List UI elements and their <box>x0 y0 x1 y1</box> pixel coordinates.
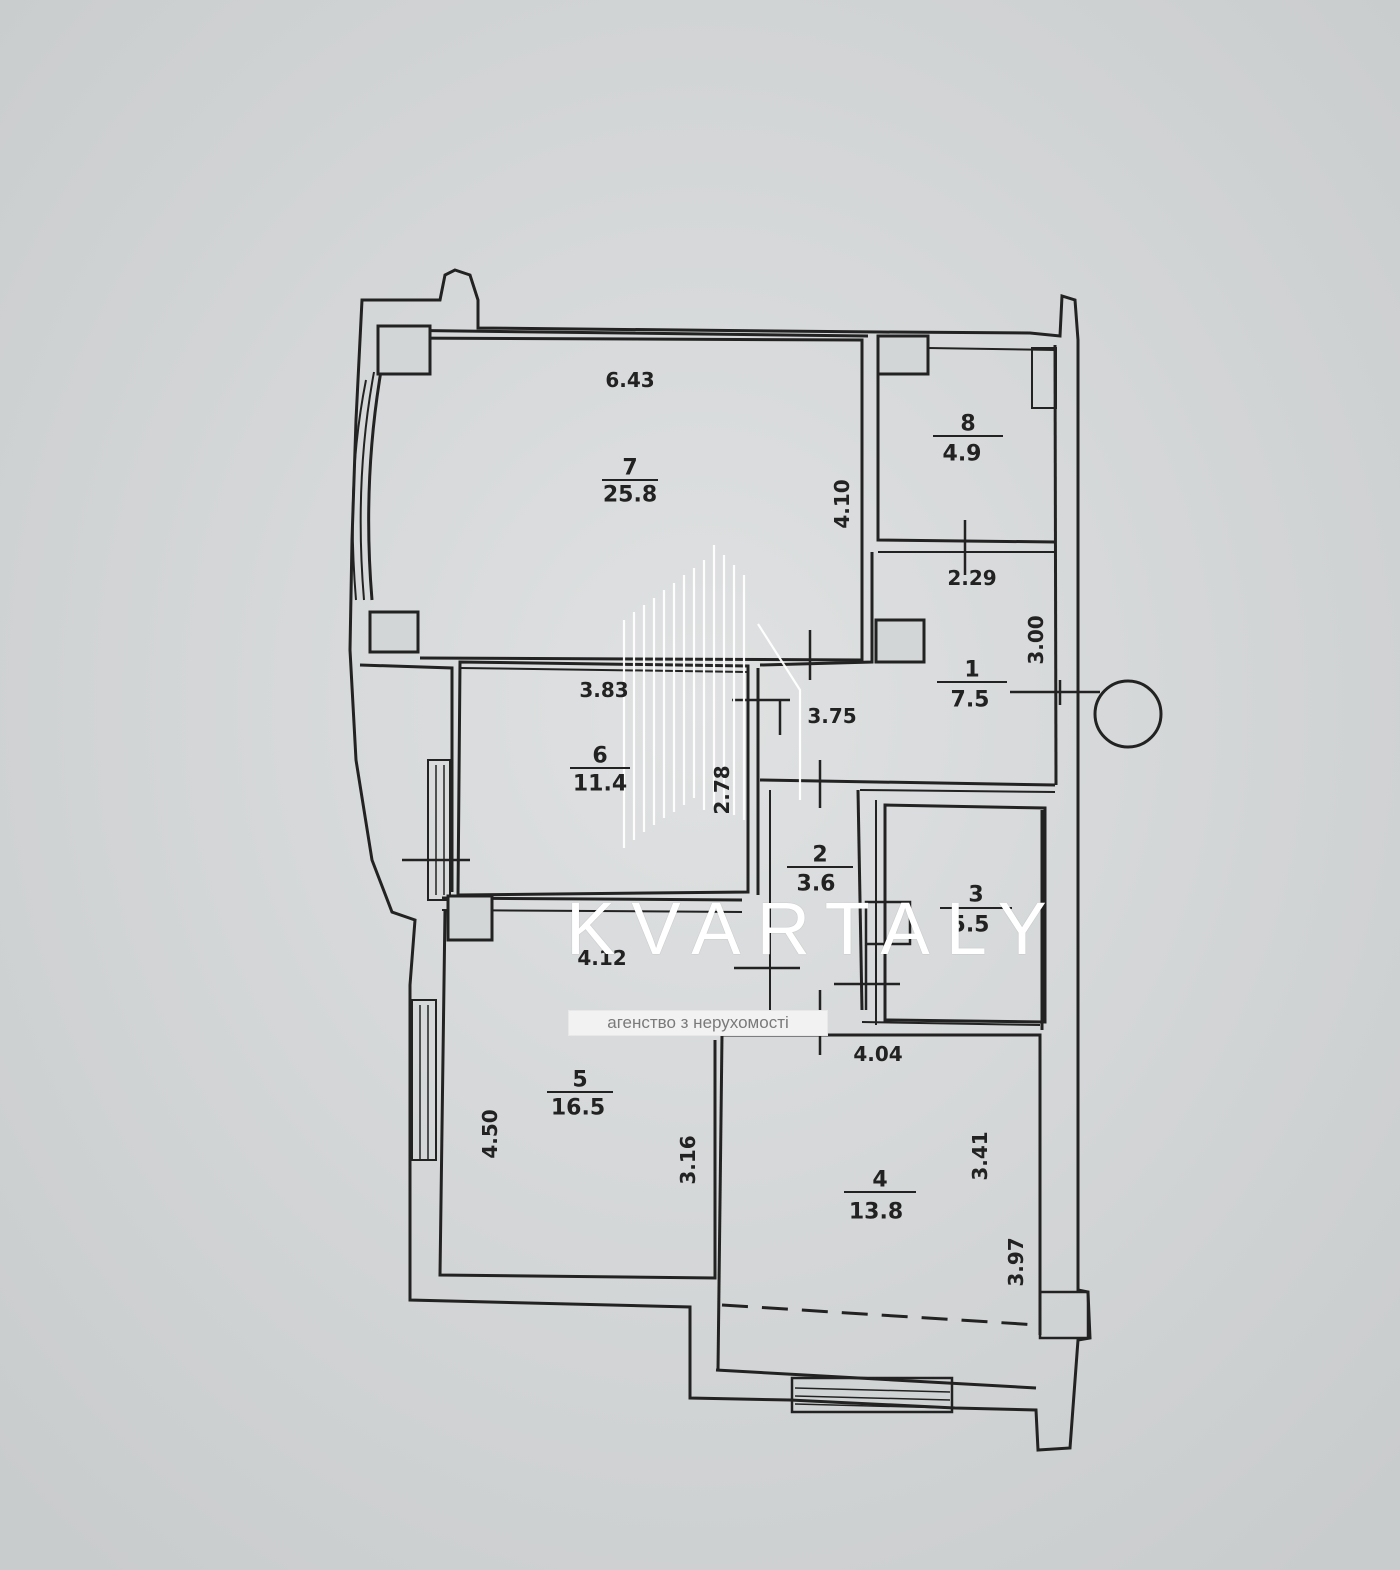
dim-412: 4.12 <box>577 946 627 970</box>
room-1-area: 7.5 <box>950 687 990 713</box>
window-4 <box>790 1376 954 1414</box>
watermark-tagline: агенство з нерухомості <box>568 1010 828 1036</box>
dim-375: 3.75 <box>807 704 857 728</box>
dim-404: 4.04 <box>853 1042 903 1066</box>
room-5-area: 16.5 <box>550 1095 606 1121</box>
room-3-number: 3 <box>968 882 984 908</box>
room-2-divider <box>787 866 853 868</box>
room-4-walls <box>722 1033 1042 1335</box>
room-6-walls <box>456 660 750 897</box>
balcony-dashed-line <box>721 1303 1039 1327</box>
room-7-divider <box>602 479 658 481</box>
dim-450: 4.50 <box>478 1109 502 1159</box>
room-4-number: 4 <box>872 1167 888 1193</box>
room-7-walls <box>393 336 864 662</box>
entrance-marker <box>1093 679 1163 749</box>
room-3-area: 5.5 <box>950 912 990 938</box>
logo-mark <box>622 545 802 848</box>
column-4 <box>1038 1290 1090 1340</box>
bay-window <box>351 364 384 601</box>
inner-outline-right <box>1053 344 1058 786</box>
room-8-area: 4.9 <box>942 441 982 467</box>
column-3 <box>368 610 420 654</box>
dim-397: 3.97 <box>1004 1237 1028 1287</box>
window-5 <box>411 999 437 1161</box>
column-6 <box>446 894 494 942</box>
room-8-divider <box>933 435 1003 437</box>
duct <box>1031 347 1057 409</box>
room-6-area: 11.4 <box>572 771 628 797</box>
dim-643: 6.43 <box>605 368 655 392</box>
dim-341: 3.41 <box>968 1131 992 1181</box>
dim-229: 2.29 <box>947 566 997 590</box>
outer-wall <box>348 268 1092 1452</box>
inner-outline-top <box>377 328 869 338</box>
room-1-number: 1 <box>964 657 980 683</box>
room-6-divider <box>570 767 630 769</box>
room-2-number: 2 <box>812 842 828 868</box>
room-8-number: 8 <box>960 411 976 437</box>
room-1-divider <box>937 681 1007 683</box>
dim-300: 3.00 <box>1024 615 1048 665</box>
column-2 <box>876 334 930 376</box>
room-7-number: 7 <box>622 455 638 481</box>
column-1 <box>376 324 432 376</box>
room-6-number: 6 <box>592 743 608 769</box>
watermark-brand: KVARTALY <box>566 887 1063 970</box>
window-6 <box>427 759 451 901</box>
room-8-walls <box>876 338 1056 544</box>
room-5-number: 5 <box>572 1067 588 1093</box>
room-5-divider <box>547 1091 613 1093</box>
dim-316: 3.16 <box>676 1135 700 1185</box>
door-room-3 <box>864 900 912 946</box>
room-3-divider <box>940 907 1012 909</box>
room-3-walls <box>883 803 1047 1024</box>
dim-278: 2.78 <box>710 765 734 815</box>
room-1-walls <box>759 552 874 667</box>
column-5 <box>874 618 926 664</box>
dim-383: 3.83 <box>579 678 629 702</box>
room-4-divider <box>844 1191 916 1193</box>
room-7-area: 25.8 <box>602 482 658 508</box>
room-2-area: 3.6 <box>796 871 836 897</box>
dim-410: 4.10 <box>830 479 854 529</box>
room-4-area: 13.8 <box>848 1199 904 1225</box>
